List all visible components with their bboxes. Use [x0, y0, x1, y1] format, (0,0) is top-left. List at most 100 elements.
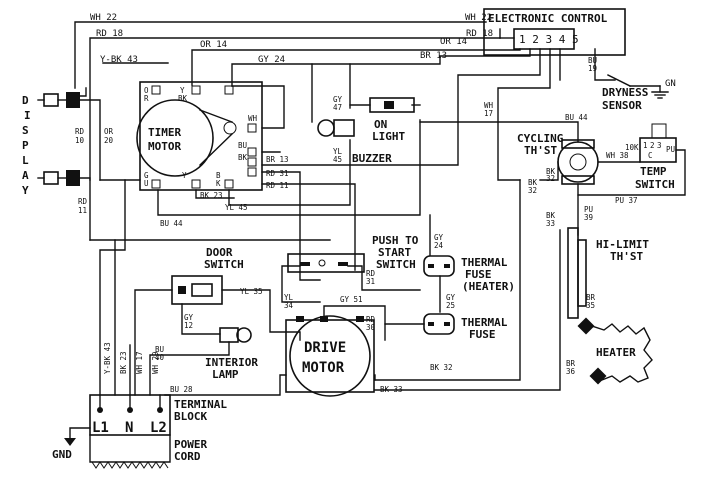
dryness-sensor: BU 19 GN DRYNESS SENSOR: [588, 48, 676, 112]
wire-wh22: WH 22: [90, 13, 117, 23]
wire-ybk43: Y-BK 43: [100, 55, 138, 65]
display-char-0: D: [22, 94, 29, 107]
wire-bk33-d: BK 33: [380, 385, 403, 394]
heater-label: HEATER: [596, 346, 636, 359]
wire-gy47-a: GY: [333, 95, 343, 104]
pin-bu: BU: [238, 141, 247, 150]
display-char-3: P: [22, 139, 29, 152]
thermal-heater-label-2: FUSE: [465, 268, 492, 281]
wire-br35-b: 35: [586, 301, 595, 310]
terminal-block: Y-BK 43 BK 23 WH 17 WH 29 TERMINAL BLOCK…: [52, 179, 227, 469]
pin-bk-r: BK: [238, 153, 248, 162]
wire-gy12-b: 12: [184, 321, 193, 330]
interior-lamp: BU 40 INTERIOR LAMP: [149, 327, 258, 396]
wire-bk33-a: BK: [546, 211, 556, 220]
wire-or20-a: OR: [104, 127, 114, 136]
pin-k: K: [216, 179, 221, 188]
cord-label-2: CORD: [174, 450, 201, 463]
wire-gy24: GY 24: [258, 55, 285, 65]
timer-wires: YL 45 BU 44: [89, 85, 421, 281]
electronic-control: ELECTRONIC CONTROL 1 2 3 4 5: [483, 8, 626, 56]
wire-yl45-b: YL 45: [225, 203, 248, 212]
wire-yl35: YL 35: [240, 287, 263, 296]
lamp-label-2: LAMP: [212, 368, 239, 381]
wire-rd18-r: RD 18: [466, 29, 493, 39]
pin-y-b: Y: [182, 171, 187, 180]
pin-sw1: 1: [643, 141, 648, 150]
wire-bu40-b: 40: [155, 353, 165, 362]
wire-wh38: WH 38: [606, 151, 629, 160]
gnd-label: GND: [52, 448, 72, 461]
timer-label-2: MOTOR: [148, 140, 181, 153]
pin-y: Y: [180, 86, 185, 95]
wire-yl45-a: YL: [333, 147, 343, 156]
on-light-buzzer: ON LIGHT BUZZER GY 47 YL 45 WH 17: [317, 95, 494, 165]
display-char-5: A: [22, 169, 29, 182]
wire-rd31-b: 31: [366, 277, 375, 286]
pin-o: O: [144, 86, 149, 95]
cycling-label-1: CYCLING: [517, 132, 564, 145]
wire-rd30-a: RD: [366, 315, 376, 324]
wire-br36-b: 36: [566, 367, 576, 376]
hilimit-label-1: HI-LIMIT: [596, 238, 649, 251]
hilimit-label-2: TH'ST: [610, 250, 643, 263]
wire-wh17-a: WH: [484, 101, 494, 110]
wire-yl34-b: 34: [284, 301, 294, 310]
wire-gy24-f-b: 24: [434, 241, 444, 250]
control-pin-numbers: 1 2 3 4 5: [519, 33, 579, 46]
terminal-l1: L1: [92, 420, 109, 436]
display-char-2: S: [22, 124, 29, 137]
pin-g: G: [144, 171, 149, 180]
wire-gy24-f-a: GY: [434, 233, 444, 242]
wire-gy25-b: 25: [446, 301, 455, 310]
wire-bu44-c: BU 44: [565, 113, 588, 122]
terminal-l2: L2: [150, 420, 167, 436]
terminal-label-2: BLOCK: [174, 410, 207, 423]
wire-bk32-d: BK 32: [430, 363, 453, 372]
thermal-fuses: GY 24 THERMAL FUSE (HEATER) GY 25 THERMA…: [384, 214, 515, 341]
wire-gy51: GY 51: [340, 295, 363, 304]
resistor-10k: 10K: [625, 143, 639, 152]
cord-label-1: POWER: [174, 438, 207, 451]
display-char-1: I: [24, 109, 31, 122]
wire-rd10-a: RD: [75, 127, 85, 136]
wire-bk32-r-b: 32: [528, 186, 537, 195]
wire-bu28: BU 28: [170, 385, 193, 394]
lamp-label-1: INTERIOR: [205, 356, 258, 369]
pin-b: B: [216, 171, 221, 180]
wire-rd11-a: RD: [78, 197, 88, 206]
wire-bu44-b: BU 44: [160, 219, 183, 228]
wire-rd11-tm: RD 11: [266, 181, 289, 190]
door-switch: DOOR SWITCH YL 35 GY 12: [134, 246, 301, 396]
wire-wh17-b: 17: [484, 109, 493, 118]
wire-bu19-b: 19: [588, 64, 597, 73]
drive-label-1: DRIVE: [304, 340, 346, 356]
wire-rd31-tm: RD 31: [266, 169, 289, 178]
wire-bk32-x-a: BK: [546, 167, 556, 176]
electronic-control-label: ELECTRONIC CONTROL: [488, 12, 608, 25]
push-to-start-switch: PUSH TO START SWITCH RD 31 YL 34: [281, 234, 421, 310]
pin-bk: BK: [178, 94, 188, 103]
push-label-1: PUSH TO: [372, 234, 419, 247]
wire-br36-a: BR: [566, 359, 576, 368]
wire-rd18: RD 18: [96, 29, 123, 39]
wire-ybk43-v: Y-BK 43: [103, 342, 112, 374]
timer-motor: TIMER MOTOR O R Y BK WH BU BK G Y B K U …: [136, 81, 289, 200]
wire-yl34-a: YL: [284, 293, 294, 302]
push-label-2: START: [378, 246, 411, 259]
display-char-6: Y: [22, 184, 29, 197]
top-wires: WH 22 RD 18 WH 22 RD 18 OR 14 OR 14 GY 2…: [74, 13, 561, 181]
terminal-label-1: TERMINAL: [174, 398, 227, 411]
wire-bk23-v: BK 23: [119, 351, 128, 374]
thermal-heater-label-3: (HEATER): [462, 280, 515, 293]
pin-u: U: [144, 179, 149, 188]
wire-rd30-b: 30: [366, 323, 376, 332]
timer-label-1: TIMER: [148, 126, 181, 139]
wire-wh29-v: WH 29: [151, 351, 160, 374]
wire-br35-a: BR: [586, 293, 596, 302]
on-light-label-1: ON: [374, 118, 387, 131]
pin-wh: WH: [248, 114, 258, 123]
on-light-label-2: LIGHT: [372, 130, 405, 143]
wire-gy47-b: 47: [333, 103, 342, 112]
